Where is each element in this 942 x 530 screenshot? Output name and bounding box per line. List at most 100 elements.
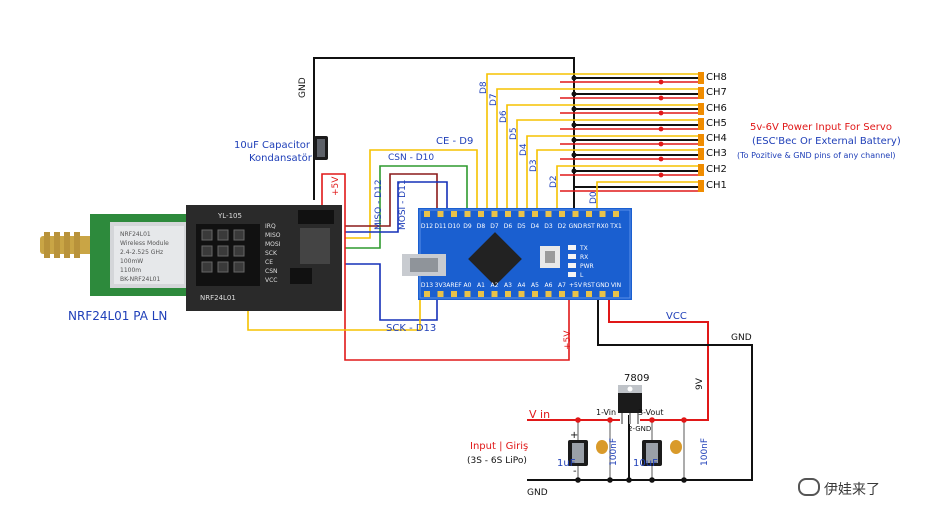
data-label-d6: D6 xyxy=(499,110,509,123)
vcc-5v-wire xyxy=(321,173,570,361)
nrf-module-text: 2.4-2.525 GHz xyxy=(120,249,163,256)
nano-pin-label-top: D12 xyxy=(421,223,433,230)
data-label-d2: D2 xyxy=(549,175,559,188)
nano-pin-label-bottom: +5V xyxy=(569,282,583,289)
channel-pins xyxy=(698,72,704,192)
nano-pin-bottom-vin xyxy=(613,291,619,297)
nano-pin-label-top: TX1 xyxy=(609,223,622,230)
servo-power-note: (To Pozitive & GND pins of any channel) xyxy=(737,151,896,160)
nano-pin-label-top: D3 xyxy=(544,223,553,230)
nano-led xyxy=(568,254,576,259)
nano-header-top xyxy=(424,211,619,217)
nrf-pcb xyxy=(90,214,200,296)
nano-pin-bottom-a7 xyxy=(559,291,565,297)
signal-wires xyxy=(486,73,700,210)
channel-ch2: CH2 xyxy=(706,164,727,175)
csn-wire xyxy=(345,165,468,249)
servo-power-title: 5v-6V Power Input For Servo xyxy=(750,122,892,133)
plus5v-left-label: +5V xyxy=(331,176,341,196)
nano-pin-top-d5 xyxy=(518,211,525,217)
nano-pin-label-bottom: A4 xyxy=(518,282,526,289)
gnd-supply-wire xyxy=(527,298,753,481)
nano-pin-top-gnd xyxy=(572,211,579,217)
nano-pin-label-bottom: A6 xyxy=(545,282,553,289)
nano-pin-label-bottom: A5 xyxy=(531,282,539,289)
nano-pin-bottom-a5 xyxy=(532,291,538,297)
nrf-pin-label: CE xyxy=(265,259,273,266)
nano-pin-top-d6 xyxy=(505,211,511,217)
mosi-d11-label: MOSI - D11 xyxy=(398,179,408,230)
nano-pin-label-top: D10 xyxy=(448,223,460,230)
nrf-module-text: Wireless Module xyxy=(120,240,169,247)
nano-pin-top-d8 xyxy=(478,211,484,217)
nano-pin-bottom-d13 xyxy=(424,291,430,297)
input-giris-label: Input | Giriş xyxy=(470,441,529,452)
capacitor-label-2: Kondansatör xyxy=(249,153,312,164)
nano-pin-label-top: RST xyxy=(583,223,595,230)
nano-pin-bottom-a0 xyxy=(464,291,471,297)
nano-pin-label-top: D2 xyxy=(558,223,567,230)
cap-100nf-a-symbol xyxy=(596,440,608,454)
nrf-module-text: NRF24L01 xyxy=(120,231,151,238)
data-label-d0: D0 xyxy=(589,191,599,204)
nrf-board-name-rev: NRF24L01 xyxy=(200,294,236,302)
nrf-pin-label: IRQ xyxy=(265,223,276,230)
cap-1uf-b-symbol xyxy=(642,440,662,466)
nano-pin-label-top: GND xyxy=(569,223,583,230)
nano-pin-top-d7 xyxy=(491,211,498,217)
supply-junctions xyxy=(575,417,687,483)
nano-pin-label-bottom: VIN xyxy=(611,282,621,289)
nano-pin-label-bottom: AREF xyxy=(446,282,462,289)
nrf-pin-label: MOSI xyxy=(265,241,281,248)
pin-1vin-label: 1-Vin xyxy=(596,408,617,417)
cap-1uf-a-label: 1uF xyxy=(557,458,576,469)
nrf-pin-label: CSN xyxy=(265,268,278,275)
nano-pin-label-top: D11 xyxy=(434,223,446,230)
nano-pin-label-top: RX0 xyxy=(596,223,608,230)
vcc-label: VCC xyxy=(666,311,687,322)
data-label-d5: D5 xyxy=(509,127,519,140)
gnd-bottom-label: GND xyxy=(527,488,548,498)
watermark: 伊娃来了 xyxy=(798,478,880,499)
data-label-d7: D7 xyxy=(489,93,499,106)
nrf-module-text: BK-NRF24L01 xyxy=(120,276,160,283)
nano-pin-label-top: D9 xyxy=(463,223,472,230)
gnd-right-label: GND xyxy=(731,333,752,343)
nano-pin-label-bottom: GND xyxy=(596,282,610,289)
plus-sign: + xyxy=(570,430,579,441)
nano-pin-bottom-a1 xyxy=(478,291,484,297)
nrf-module-text: 100mW xyxy=(120,258,143,265)
plus5v-bottom-label: +5V xyxy=(563,330,573,350)
nano-led-label: L xyxy=(580,272,584,279)
ce-wire xyxy=(345,149,478,239)
cap-10uf-b-label: 10uF xyxy=(633,458,658,469)
nano-pin-bottom-a6 xyxy=(545,291,552,297)
nano-pin-label-bottom: RST xyxy=(583,282,595,289)
servo-power-sub: (ESC'Bec Or External Battery) xyxy=(752,136,901,147)
channel-ch5: CH5 xyxy=(706,118,727,129)
cap-1uf-a-symbol xyxy=(568,440,588,466)
channel-ch8: CH8 xyxy=(706,72,727,83)
nano-pin-bottom-a3 xyxy=(505,291,511,297)
ce-d9-label: CE - D9 xyxy=(436,136,474,147)
channel-ch4: CH4 xyxy=(706,133,727,144)
nano-pin-label-top: D7 xyxy=(490,223,499,230)
nano-led xyxy=(568,263,576,268)
capacitor-10uf xyxy=(314,136,328,160)
nano-pin-label-bottom: 3V3 xyxy=(435,282,447,289)
nano-pin-bottom-3v3 xyxy=(437,291,444,297)
nano-led-label: TX xyxy=(579,245,588,252)
nano-pin-label-bottom: A1 xyxy=(477,282,485,289)
mosi-wire xyxy=(345,181,448,233)
nrf-pin-label: SCK xyxy=(265,250,278,257)
nano-pin-label-bottom: A0 xyxy=(464,282,472,289)
channel-ch3: CH3 xyxy=(706,148,727,159)
nrf-module-text: 1100m xyxy=(120,267,141,274)
capacitor-label-1: 10uF Capacitor xyxy=(234,140,311,151)
nano-pin-top-tx1 xyxy=(613,211,619,217)
nano-led-label: PWR xyxy=(580,263,594,270)
data-label-d3: D3 xyxy=(529,159,539,172)
data-label-d8: D8 xyxy=(479,81,489,94)
